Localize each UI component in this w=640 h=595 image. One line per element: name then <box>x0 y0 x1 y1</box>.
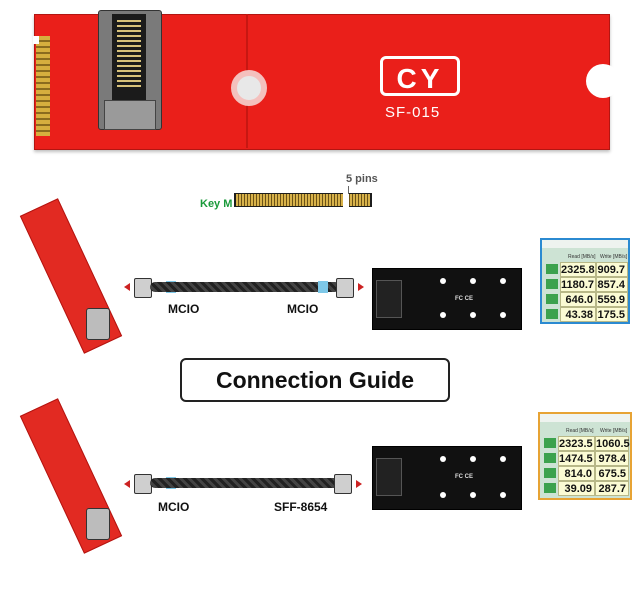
write-value: 287.7 <box>595 481 629 496</box>
cable-end-label-left: MCIO <box>168 302 200 316</box>
adapter-port-2 <box>86 508 110 540</box>
benchmark-panel-1: Read [MB/s] Write [MB/s] 2325.8 909.7 11… <box>540 238 630 324</box>
key-m-label: Key M <box>200 198 233 210</box>
benchmark-titlebar <box>542 240 628 248</box>
pins-pointer <box>348 186 349 194</box>
pcb-hole <box>440 456 446 462</box>
gold-fingers <box>36 36 50 136</box>
write-header: Write [MB/s] <box>600 254 628 260</box>
pcb-hole <box>440 312 446 318</box>
cable-plug-right <box>336 278 354 298</box>
test-button <box>546 309 558 319</box>
read-value: 1180.7 <box>560 277 596 292</box>
arrow-left-icon <box>124 283 130 291</box>
test-button <box>544 468 556 478</box>
test-button <box>544 438 556 448</box>
read-value: 2325.8 <box>560 262 596 277</box>
pcb-hole <box>500 456 506 462</box>
sata-connector <box>376 280 402 318</box>
arrow-right-icon <box>358 283 364 291</box>
half-mounting-hole <box>586 64 620 98</box>
cable-end-label-left: MCIO <box>158 500 190 514</box>
write-header: Write [MB/s] <box>600 428 628 434</box>
test-button <box>544 453 556 463</box>
pcb-hole <box>470 278 476 284</box>
test-button <box>546 279 558 289</box>
read-value: 39.09 <box>558 481 595 496</box>
five-pins-label: 5 pins <box>346 173 378 185</box>
cable-band <box>318 281 328 293</box>
read-value: 1474.5 <box>558 451 595 466</box>
read-header: Read [MB/s] <box>566 428 594 434</box>
connection-guide-title: Connection Guide <box>180 358 450 402</box>
arrow-left-icon <box>124 480 130 488</box>
arrow-right-icon <box>356 480 362 488</box>
write-value: 675.5 <box>595 466 629 481</box>
pcb-hole <box>440 278 446 284</box>
read-value: 646.0 <box>560 292 596 307</box>
write-value: 559.9 <box>596 292 628 307</box>
write-value: 857.4 <box>596 277 628 292</box>
fcc-mark: FC CE <box>455 474 473 480</box>
write-value: 175.5 <box>596 307 628 322</box>
pcb-hole <box>500 312 506 318</box>
model-number: SF-015 <box>385 104 441 121</box>
benchmark-panel-2: Read [MB/s] Write [MB/s] 2323.5 1060.5 1… <box>538 412 632 500</box>
mcio-connector-pins <box>117 20 141 90</box>
read-header: Read [MB/s] <box>568 254 596 260</box>
test-button <box>546 264 558 274</box>
sata-connector <box>376 458 402 496</box>
read-value: 2323.5 <box>558 436 595 451</box>
pcb-hole <box>440 492 446 498</box>
pcb-hole <box>500 278 506 284</box>
pcb-hole <box>500 492 506 498</box>
mcio-to-sff8654-cable <box>150 478 340 488</box>
cable-end-label-right: SFF-8654 <box>274 500 328 514</box>
brand-logo: CY <box>380 56 460 96</box>
pcb-hole <box>470 312 476 318</box>
mcio-cable <box>150 282 340 292</box>
adapter-port-1 <box>86 308 110 340</box>
write-value: 978.4 <box>595 451 629 466</box>
pcb-hole <box>470 456 476 462</box>
fcc-mark: FC CE <box>455 296 473 302</box>
read-value: 814.0 <box>558 466 595 481</box>
cable-end-label-right: MCIO <box>287 302 319 316</box>
write-value: 909.7 <box>596 262 628 277</box>
read-value: 43.38 <box>560 307 596 322</box>
key-gap <box>343 193 349 207</box>
test-button <box>546 294 558 304</box>
benchmark-titlebar <box>540 414 630 422</box>
mounting-hole <box>231 70 267 106</box>
cable-plug-right <box>334 474 352 494</box>
mcio-connector-base <box>104 100 156 130</box>
pcb-hole <box>470 492 476 498</box>
edge-connector-pins <box>236 194 370 206</box>
test-button <box>544 483 556 493</box>
key-notch <box>33 36 39 44</box>
write-value: 1060.5 <box>595 436 630 451</box>
